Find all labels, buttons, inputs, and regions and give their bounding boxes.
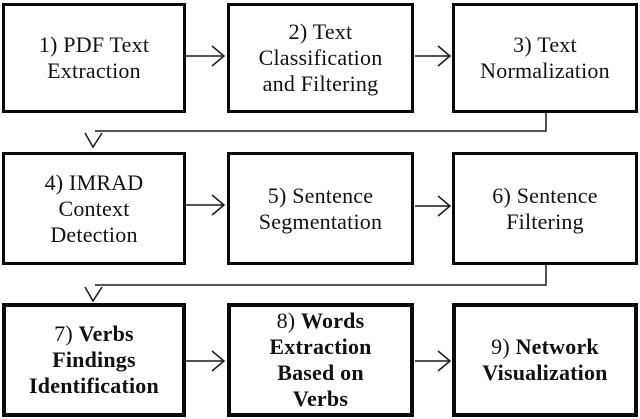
step-box-2: 2) Text Classification and Filtering xyxy=(227,3,414,113)
step-label-9: 9) Network Visualization xyxy=(482,334,608,385)
step-box-7: 7) Verbs Findings Identification xyxy=(2,303,186,417)
step-label-2: 2) Text Classification and Filtering xyxy=(258,19,383,96)
step-label-4: 4) IMRAD Context Detection xyxy=(44,169,144,247)
step-box-3: 3) Text Normalization xyxy=(452,3,638,113)
arrow-step4-step5 xyxy=(186,194,226,216)
arrow-step2-step3 xyxy=(415,45,452,67)
arrow-step5-step6 xyxy=(415,195,452,217)
step-label-1: 1) PDF Text Extraction xyxy=(38,32,150,83)
arrow-step3-step4 xyxy=(84,113,547,149)
arrow-step6-step7 xyxy=(84,265,547,303)
step-box-6: 6) Sentence Filtering xyxy=(452,152,638,265)
step-box-8: 8) Words Extraction Based on Verbs xyxy=(227,303,414,417)
arrow-step1-step2 xyxy=(186,45,226,67)
step-label-3: 3) Text Normalization xyxy=(480,32,610,83)
step-label-7: 7) Verbs Findings Identification xyxy=(29,321,159,398)
step-label-8: 8) Words Extraction Based on Verbs xyxy=(269,308,372,411)
step-box-5: 5) Sentence Segmentation xyxy=(227,152,414,265)
step-label-5: 5) Sentence Segmentation xyxy=(258,182,383,234)
step-label-6: 6) Sentence Filtering xyxy=(492,182,598,234)
step-box-4: 4) IMRAD Context Detection xyxy=(2,152,186,265)
step-box-1: 1) PDF Text Extraction xyxy=(2,3,186,113)
arrow-step7-step8 xyxy=(186,350,226,372)
arrow-step8-step9 xyxy=(415,350,452,372)
step-box-9: 9) Network Visualization xyxy=(452,303,638,417)
